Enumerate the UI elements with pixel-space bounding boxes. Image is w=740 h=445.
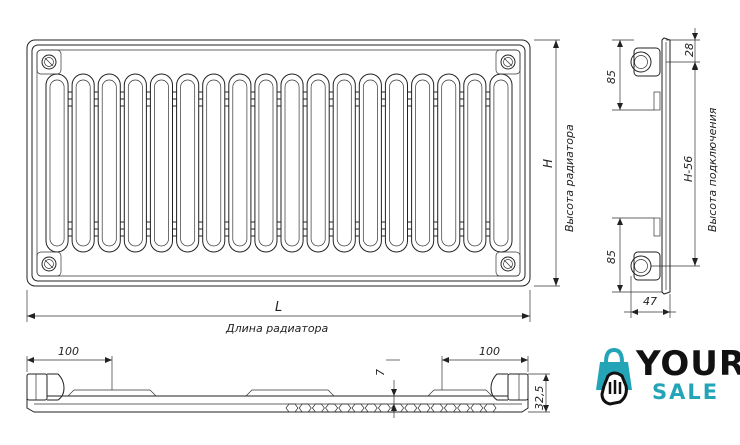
hex-channel [325, 403, 339, 413]
convector-tube-inner [258, 79, 274, 247]
convector-tube [149, 73, 173, 253]
connection-label: H-56 [682, 156, 695, 182]
convector-tube [97, 73, 121, 253]
plug-top-left [36, 49, 62, 75]
convector-tube [411, 73, 435, 253]
convector-tube-inner [336, 79, 352, 247]
hex-channel [483, 403, 497, 413]
convector-tube-inner [389, 79, 404, 247]
hex-channel [457, 403, 471, 413]
hex-channel [377, 403, 391, 413]
hex-channel [311, 403, 325, 413]
gap-value: 7 [374, 369, 387, 376]
convector-tube-inner [101, 79, 117, 247]
convector-tube-inner [206, 79, 222, 247]
convector-tube-inner [284, 79, 300, 247]
convector-tube [489, 73, 513, 253]
convector-tube [384, 73, 408, 253]
hex-channel [470, 403, 484, 413]
bottom-height-value: 32,5 [533, 386, 546, 411]
bottom-body [26, 395, 529, 413]
hex-channel [430, 403, 444, 413]
convector-tube-inner [232, 79, 248, 247]
side-fin-lower [653, 217, 661, 237]
your-sale-logo: YOUR SALE [592, 344, 740, 410]
convector-tube-inner [493, 79, 509, 247]
convector-tube [280, 73, 304, 253]
convector-tube [306, 73, 330, 253]
convector-tube-inner [49, 79, 65, 247]
convector-tube-inner [310, 79, 326, 247]
convector-tube-inner [467, 79, 483, 247]
top-offset-value: 28 [683, 43, 696, 57]
plug-bottom-right [495, 251, 521, 277]
height-label: H [541, 159, 555, 168]
convector-tube [463, 73, 487, 253]
side-connection-upper [630, 47, 661, 77]
logo-word-primary: YOUR [636, 344, 740, 384]
hex-channel [338, 403, 352, 413]
side-fin-upper [653, 91, 661, 111]
convector-tube-inner [362, 79, 378, 247]
width-caption: Длина радиатора [225, 322, 329, 335]
hex-channel [285, 403, 299, 413]
convector-tube [202, 73, 226, 253]
convector-tube-inner [75, 79, 91, 247]
shopping-bag-hand-icon [596, 347, 632, 406]
convector-tube [176, 73, 200, 253]
bottom-fitting-right [490, 373, 529, 401]
hex-channel [443, 403, 457, 413]
bottom-hex-channels [285, 403, 497, 413]
right-offset-value: 100 [479, 345, 500, 358]
front-inner-frame [31, 44, 526, 282]
convector-tube-inner [441, 79, 457, 247]
convector-tube [437, 73, 461, 253]
convector-tube [71, 73, 95, 253]
logo-word-secondary: SALE [652, 380, 720, 404]
bottom-fitting-left [26, 373, 65, 401]
hex-channel [417, 403, 431, 413]
upper-spacing-value: 85 [605, 70, 618, 84]
convector-tube-inner [415, 79, 431, 247]
left-offset-value: 100 [58, 345, 79, 358]
height-caption: Высота радиатора [563, 124, 576, 232]
bottom-fin-2 [245, 389, 335, 397]
bottom-fin-3 [427, 389, 493, 397]
bottom-view: 100 100 7 32,5 [26, 345, 550, 418]
hex-channel [364, 403, 378, 413]
hex-channel [404, 403, 418, 413]
convector-tube-inner [154, 79, 169, 247]
convector-tube-inner [180, 79, 196, 247]
connection-caption: Высота подключения [706, 107, 719, 232]
width-label: L [275, 300, 282, 315]
tube-group [45, 73, 513, 253]
lower-spacing-value: 85 [605, 250, 618, 264]
convector-tube-inner [127, 79, 143, 247]
side-view: 28 85 85 H-56 Высота подключения 47 [605, 28, 719, 318]
front-outer-frame [26, 39, 531, 287]
bottom-fin-1 [67, 389, 157, 397]
convector-tube [254, 73, 278, 253]
hex-channel [351, 403, 365, 413]
front-view: L Длина радиатора H Высота радиатора [26, 39, 576, 335]
plug-top-right [495, 49, 521, 75]
plug-bottom-left [36, 251, 62, 277]
depth-value: 47 [643, 295, 657, 308]
convector-tube [123, 73, 147, 253]
front-panel-edge [36, 49, 521, 277]
convector-tube [228, 73, 252, 253]
hex-channel [298, 403, 312, 413]
convector-tube [358, 73, 382, 253]
convector-tube [45, 73, 69, 253]
convector-tube [332, 73, 356, 253]
